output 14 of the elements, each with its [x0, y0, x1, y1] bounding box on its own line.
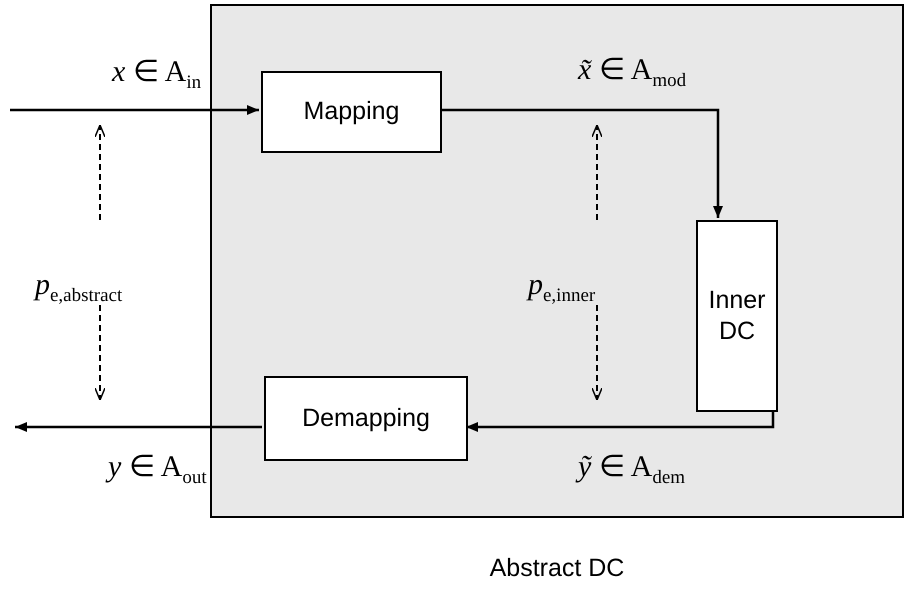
- arrow: [15, 422, 262, 432]
- edge-label: y ∈ A$_{out}$: [108, 452, 207, 487]
- probability-label: p$_{e,inner}$: [528, 270, 596, 305]
- arrow: [440, 108, 723, 218]
- arrow: [10, 105, 259, 115]
- probability-label: p$_{e,abstract}$: [35, 270, 122, 305]
- arrow: [466, 410, 774, 432]
- process-box: Demapping: [264, 376, 468, 461]
- edge-label: x̃ ∈ A$_{mod}$: [578, 55, 686, 90]
- edge-label: x ∈ A$_{in}$: [112, 57, 202, 92]
- block-title: Abstract DC: [488, 554, 626, 583]
- edge-label: ỹ ∈ A$_{dem}$: [578, 452, 686, 487]
- process-box: Mapping: [261, 71, 442, 153]
- process-box: Inner DC: [696, 220, 778, 412]
